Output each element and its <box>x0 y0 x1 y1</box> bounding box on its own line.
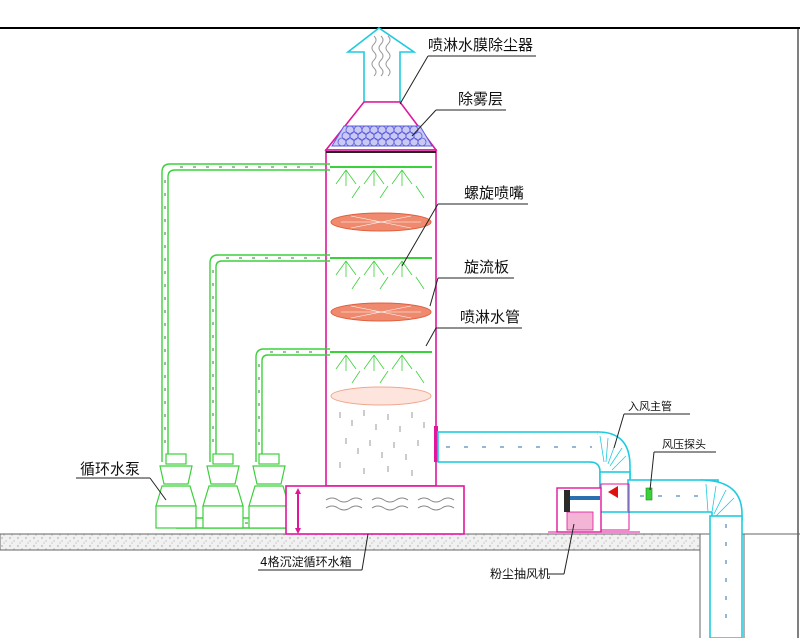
spray-stage-3 <box>330 351 432 384</box>
swirl-plate-1 <box>330 212 432 232</box>
spray-pipe-label: 喷淋水管 <box>460 308 520 326</box>
swirl-plate-2 <box>330 302 432 322</box>
settling-tank <box>285 485 465 535</box>
demister-layer-label: 除雾层 <box>458 90 503 108</box>
dust-fan <box>548 483 640 533</box>
pressure-probe <box>645 487 653 501</box>
swirl-plate-label: 旋流板 <box>464 258 509 276</box>
duct-flow-dashes <box>446 446 727 630</box>
duct-elbow-ribs <box>599 435 735 517</box>
pressure-probe-label: 风压探头 <box>662 438 706 451</box>
demister-layer <box>331 125 433 147</box>
circulation-pump-2 <box>202 453 244 529</box>
settling-tank-label: 4格沉淀循环水箱 <box>260 554 352 569</box>
exhaust-stack <box>345 27 417 103</box>
swirl-plate-3 <box>330 386 432 406</box>
tower-side-port <box>434 426 438 462</box>
pipe-flow-dashes <box>164 166 320 524</box>
circulation-pump-1 <box>155 453 197 529</box>
circulation-pump-label: 循环水泵 <box>80 460 140 478</box>
air-duct <box>437 431 743 638</box>
dust-fan-label: 粉尘抽风机 <box>490 567 550 581</box>
falling-droplets <box>339 410 425 476</box>
air-inlet-main-label: 入风主管 <box>628 399 672 413</box>
spiral-nozzle-label: 螺旋喷嘴 <box>464 184 524 202</box>
leader-lines <box>76 55 716 575</box>
spray-stage-1 <box>330 166 432 199</box>
membrane-dust-collector-label: 喷淋水膜除尘器 <box>428 36 533 54</box>
circulation-pump-3 <box>248 453 290 529</box>
ground-slab <box>0 533 800 638</box>
